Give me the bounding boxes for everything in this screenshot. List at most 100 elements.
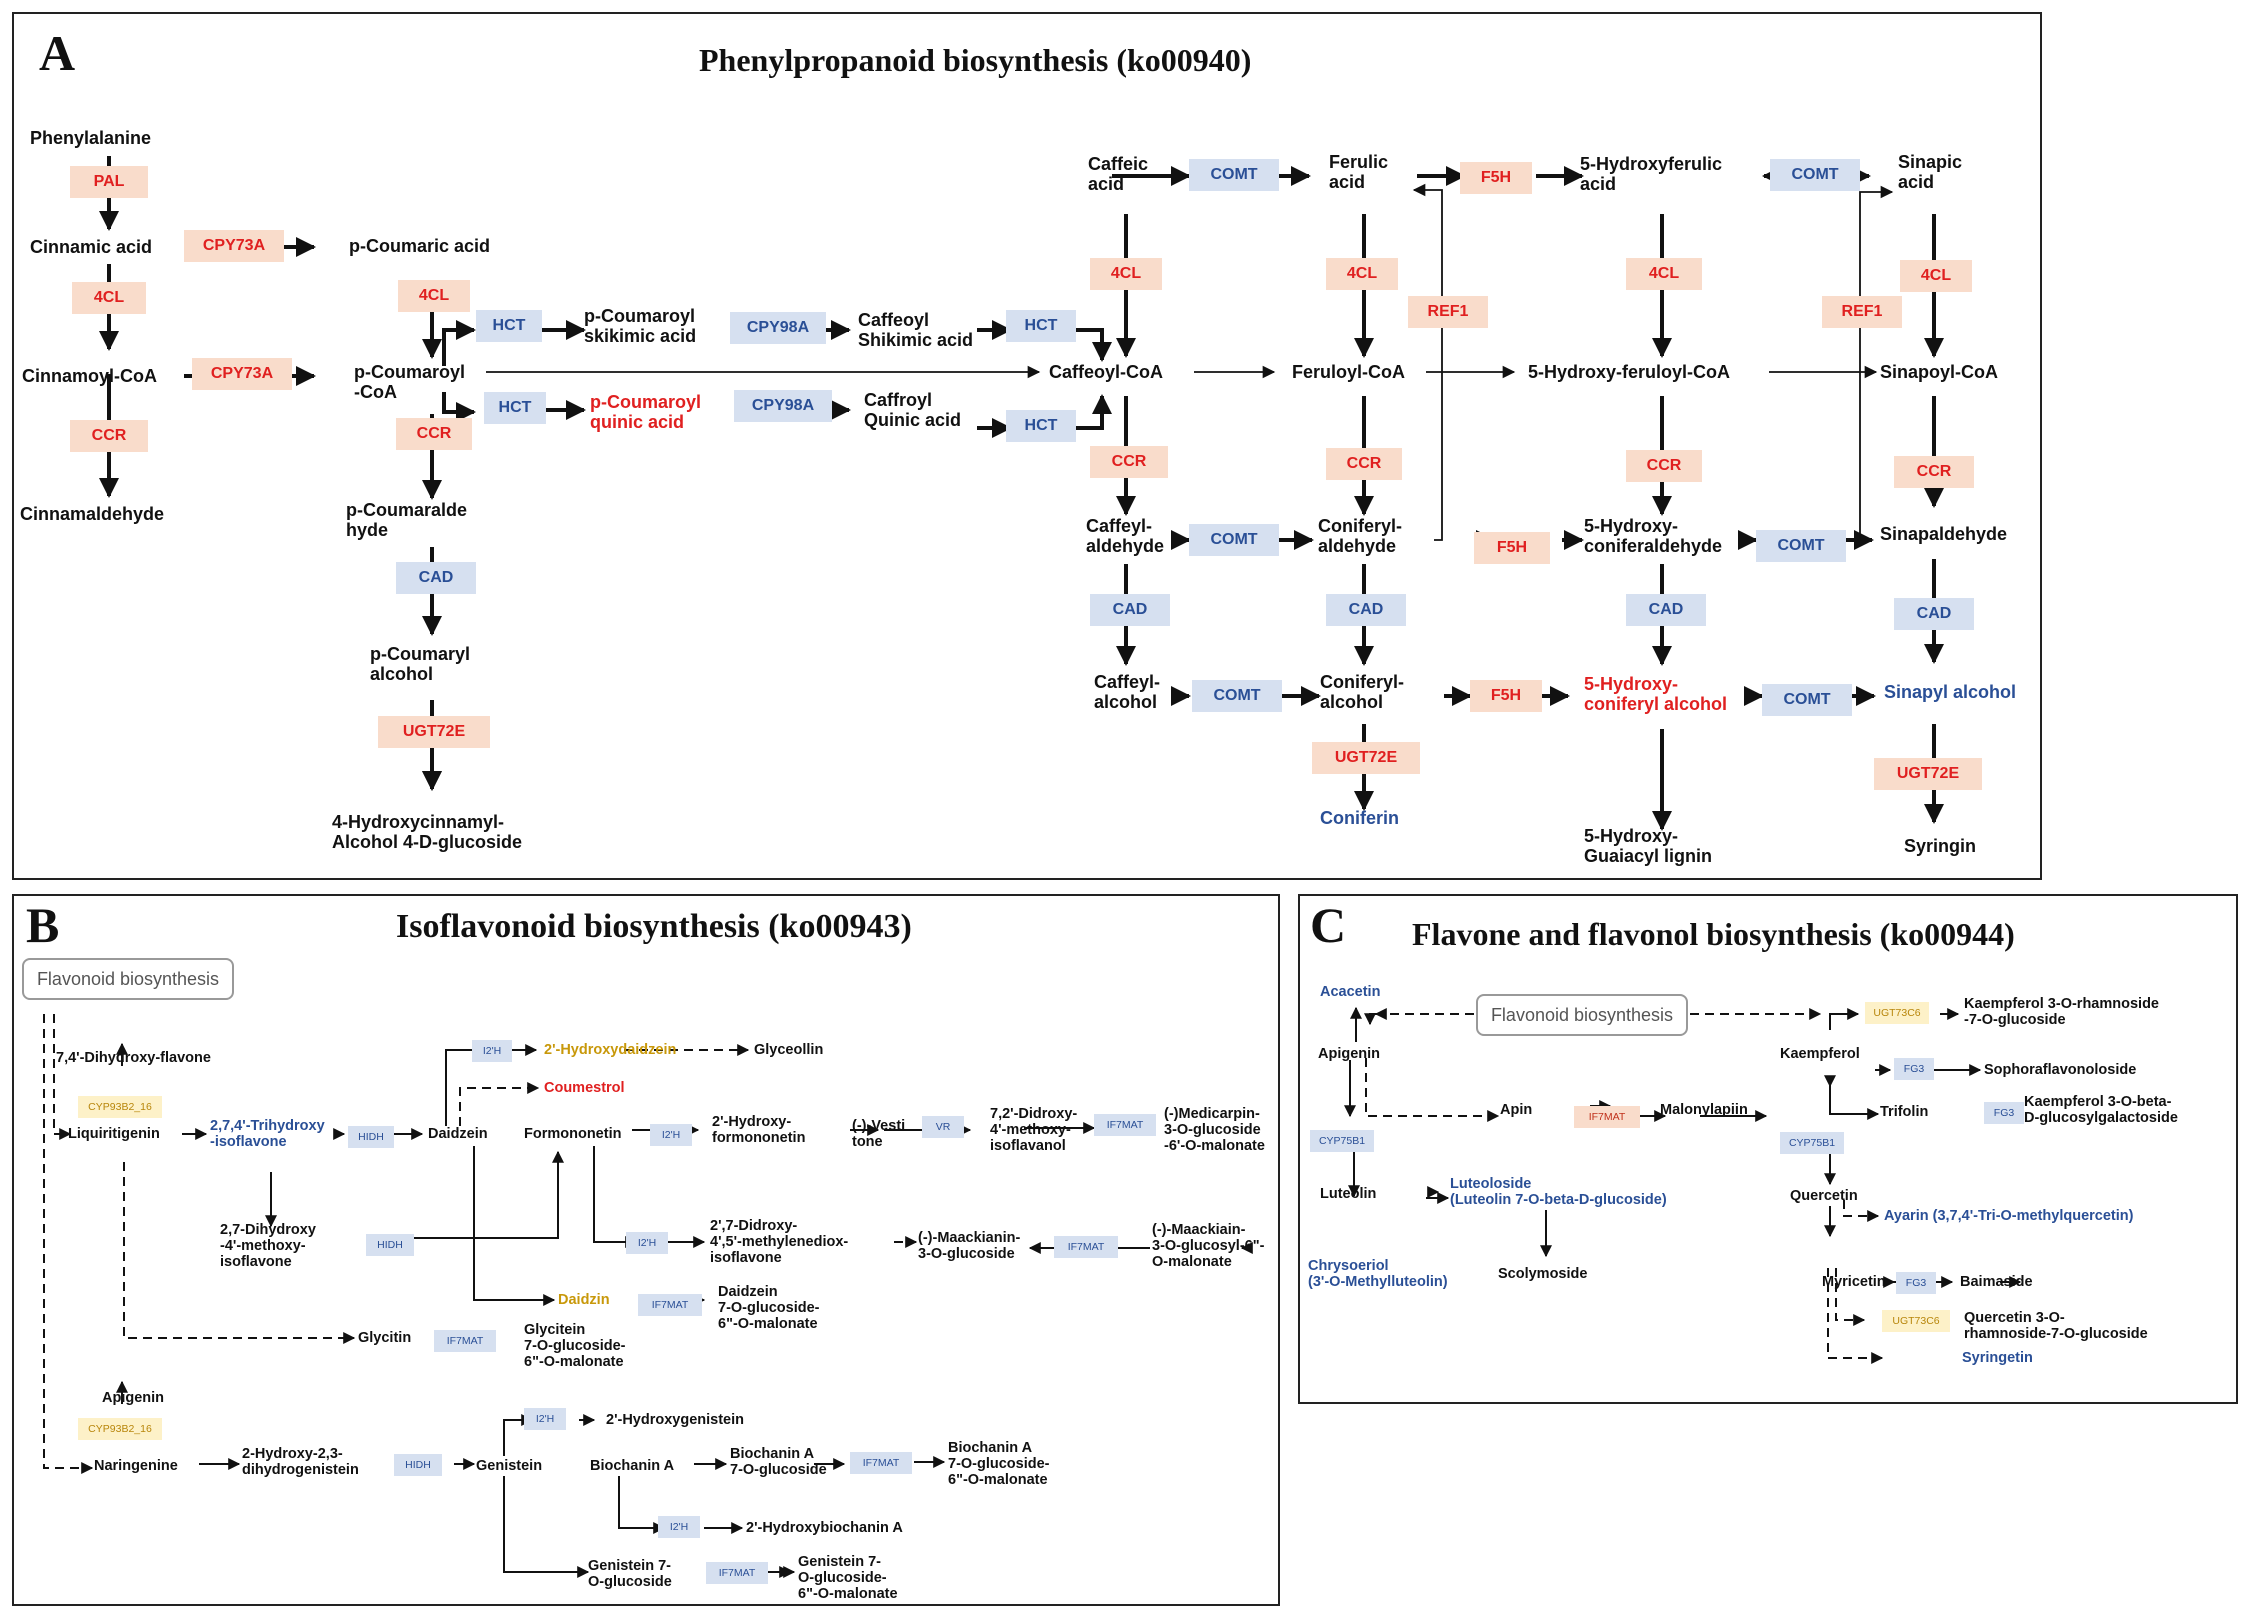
enzyme-f5h: F5H — [1474, 532, 1550, 564]
enzyme-cad: CAD — [396, 562, 476, 594]
metabolite-cinnamic-acid: Cinnamic acid — [30, 237, 153, 257]
flavonoid-biosynthesis-link[interactable]: Flavonoid biosynthesis — [1476, 994, 1688, 1036]
enzyme-hidh: HIDH — [348, 1126, 394, 1148]
enzyme-ugt72e: UGT72E — [378, 716, 490, 748]
metabolite-didroxy-methylenedioxy-isoflavone: 2',7-Didroxy- 4',5'-methylenediox- isofl… — [710, 1218, 849, 1267]
metabolite-caffeyl-alcohol: Caffeyl- alcohol — [1094, 672, 1161, 713]
enzyme-hidh: HIDH — [366, 1234, 414, 1256]
enzyme-cad: CAD — [1326, 594, 1406, 626]
enzyme-vr: VR — [922, 1116, 964, 1138]
enzyme-ugt72e: UGT72E — [1874, 758, 1982, 790]
metabolite-coumestrol: Coumestrol — [544, 1080, 625, 1096]
enzyme-ccr: CCR — [1894, 456, 1974, 488]
enzyme-hidh: HIDH — [394, 1454, 442, 1476]
metabolite-medicarpin-malonate: (-)Medicarpin- 3-O-glucoside -6'-O-malon… — [1164, 1106, 1265, 1155]
metabolite-apigenin: Apigenin — [102, 1390, 165, 1406]
metabolite-quercetin: Quercetin — [1790, 1188, 1858, 1204]
metabolite-luteolin: Luteolin — [1320, 1186, 1377, 1202]
metabolite-caffeic-acid: Caffeic acid — [1088, 154, 1149, 195]
metabolite-maackiain-malonate: (-)-Maackiain- 3-O-glucosyl-6"- O-malona… — [1152, 1222, 1265, 1271]
enzyme-cpy73a: CPY73A — [184, 230, 284, 262]
enzyme-cad: CAD — [1626, 594, 1706, 626]
enzyme-cad: CAD — [1090, 594, 1170, 626]
enzyme-comt: COMT — [1770, 159, 1860, 191]
metabolite-p-coumaric-acid: p-Coumaric acid — [349, 236, 491, 256]
enzyme-ccr: CCR — [1090, 446, 1168, 478]
metabolite-p-coumaryl-alcohol: p-Coumaryl alcohol — [370, 644, 471, 685]
metabolite-quercetin-rhamnoside: Quercetin 3-O- rhamnoside-7-O-glucoside — [1964, 1310, 2148, 1343]
metabolite-daidzein-malonate: Daidzein 7-O-glucoside- 6"-O-malonate — [718, 1284, 820, 1333]
metabolite-apin: Apin — [1500, 1102, 1533, 1118]
enzyme-hct: HCT — [1006, 310, 1076, 342]
enzyme-i2h: I2'H — [472, 1040, 512, 1062]
metabolite-hydroxygenistein: 2'-Hydroxygenistein — [606, 1412, 745, 1428]
enzyme-if7mat: IF7MAT — [1574, 1106, 1640, 1128]
metabolite-coniferyl-alcohol: Coniferyl- alcohol — [1320, 672, 1405, 713]
panel-c-label: C — [1310, 897, 1347, 953]
panel-a-title: Phenylpropanoid biosynthesis (ko00940) — [699, 42, 1252, 78]
enzyme-if7mat: IF7MAT — [638, 1294, 702, 1316]
enzyme-comt: COMT — [1756, 530, 1846, 562]
metabolite-didroxy-methoxy-isoflavanol: 7,2'-Didroxy- 4'-methoxy- isoflavanol — [990, 1106, 1078, 1155]
metabolite-sinapoyl-coa: Sinapoyl-CoA — [1880, 362, 1999, 382]
metabolite-myricetin: Myricetin — [1822, 1274, 1886, 1290]
metabolite-genistein: Genistein — [476, 1458, 543, 1474]
metabolite-caffroyl-quinic-acid: Caffroyl Quinic acid — [864, 390, 962, 431]
metabolite-biochanin-a: Biochanin A — [590, 1458, 675, 1474]
enzyme-ccr: CCR — [70, 420, 148, 452]
enzyme-hct: HCT — [476, 310, 542, 342]
enzyme-ccr: CCR — [1326, 448, 1402, 480]
enzyme-cad: CAD — [1894, 598, 1974, 630]
panel-isoflavonoid: B Isoflavonoid biosynthesis (ko00943) Fl… — [12, 894, 1280, 1606]
enzyme-comt: COMT — [1189, 159, 1279, 191]
enzyme-cpy98a: CPY98A — [730, 312, 826, 344]
metabolite-luteoloside: Luteoloside (Luteolin 7-O-beta-D-glucosi… — [1450, 1176, 1667, 1209]
metabolite-syringin: Syringin — [1904, 836, 1977, 856]
metabolite-chrysoeriol: Chrysoeriol (3'-O-Methylluteolin) — [1308, 1258, 1448, 1291]
enzyme-hct: HCT — [484, 392, 546, 424]
metabolite-p-coumaroyl-coa: p-Coumaroyl -CoA — [354, 362, 466, 403]
flavonoid-biosynthesis-link[interactable]: Flavonoid biosynthesis — [22, 958, 234, 1000]
metabolite-5-hydroxy-coniferyl-alcohol: 5-Hydroxy- coniferyl alcohol — [1584, 674, 1728, 715]
enzyme-4cl: 4CL — [1326, 258, 1398, 290]
panel-a-label: A — [39, 25, 76, 81]
metabolite-biochanin-a-malonate: Biochanin A 7-O-glucoside- 6"-O-malonate — [948, 1440, 1050, 1489]
metabolite-genistein-malonate: Genistein 7- O-glucoside- 6"-O-malonate — [798, 1554, 898, 1603]
metabolite-genistein-glucoside: Genistein 7- O-glucoside — [588, 1558, 672, 1591]
panel-b-title: Isoflavonoid biosynthesis (ko00943) — [396, 908, 912, 945]
enzyme-if7mat: IF7MAT — [706, 1562, 768, 1584]
enzyme-pal: PAL — [70, 166, 148, 198]
metabolite-caffeoyl-shikimic-acid: Caffeoyl Shikimic acid — [858, 310, 974, 351]
enzyme-cpy98a: CPY98A — [734, 390, 832, 422]
enzyme-4cl: 4CL — [72, 282, 146, 314]
metabolite-formononetin: Formononetin — [524, 1126, 622, 1142]
metabolite-5-hydroxyferulic-acid: 5-Hydroxyferulic acid — [1580, 154, 1723, 195]
metabolite-trihydroxy-isoflavone: 2,7,4'-Trihydroxy -isoflavone — [210, 1118, 325, 1151]
enzyme-comt: COMT — [1192, 680, 1282, 712]
metabolite-trifolin: Trifolin — [1880, 1104, 1929, 1120]
enzyme-4cl: 4CL — [398, 280, 470, 312]
enzyme-i2h: I2'H — [524, 1408, 566, 1430]
metabolite-kaempferol: Kaempferol — [1780, 1046, 1860, 1062]
enzyme-ugt72e: UGT72E — [1312, 742, 1420, 774]
metabolite-cinnamaldehyde: Cinnamaldehyde — [20, 504, 165, 524]
enzyme-cyp93b2-16: CYP93B2_16 — [78, 1096, 162, 1118]
metabolite-dihydroxy-methoxy-isoflavone: 2,7-Dihydroxy -4'-methoxy- isoflavone — [220, 1222, 316, 1271]
metabolite-sinapaldehyde: Sinapaldehyde — [1880, 524, 2008, 544]
enzyme-if7mat: IF7MAT — [850, 1452, 912, 1474]
enzyme-ugt73c6: UGT73C6 — [1865, 1002, 1929, 1024]
enzyme-cpy73a: CPY73A — [192, 358, 292, 390]
metabolite-feruloyl-coa: Feruloyl-CoA — [1292, 362, 1406, 382]
metabolite-naringenine: Naringenine — [94, 1458, 178, 1474]
enzyme-cyp93b2-16: CYP93B2_16 — [78, 1418, 162, 1440]
metabolite-vestitone: (-)-Vesti tone — [852, 1118, 906, 1151]
metabolite-sophoraflavonoloside: Sophoraflavonoloside — [1984, 1062, 2137, 1078]
metabolite-coniferyl-aldehyde: Coniferyl- aldehyde — [1318, 516, 1403, 557]
enzyme-if7mat: IF7MAT — [1094, 1114, 1156, 1136]
enzyme-cyp75b1: CYP75B1 — [1780, 1132, 1844, 1154]
panel-flavone-flavonol: C Flavone and flavonol biosynthesis (ko0… — [1298, 894, 2238, 1404]
metabolite-apigenin: Apigenin — [1318, 1046, 1381, 1062]
metabolite-5-hydroxy-feruloyl-coa: 5-Hydroxy-feruloyl-CoA — [1528, 362, 1731, 382]
metabolite-p-coumaroyl-quinic-acid: p-Coumaroyl quinic acid — [590, 392, 702, 433]
enzyme-ref1: REF1 — [1822, 296, 1902, 328]
